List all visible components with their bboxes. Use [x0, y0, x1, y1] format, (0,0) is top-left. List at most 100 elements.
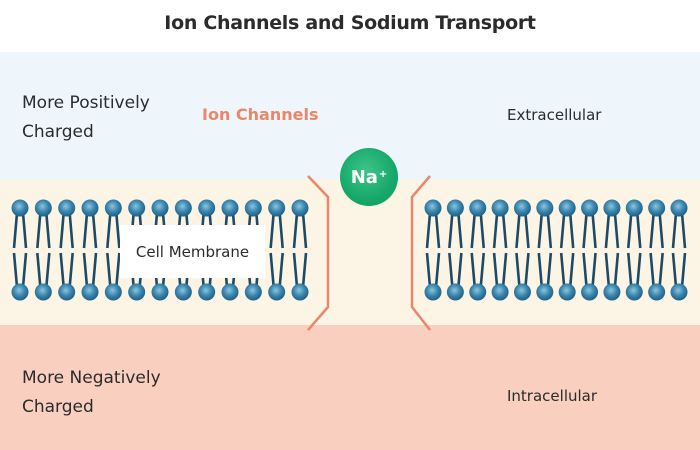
lipid-head-lower: [268, 283, 286, 301]
lipid-tail-lower: [82, 252, 98, 288]
sodium-ion: Na+: [340, 148, 398, 206]
lipid-head-lower: [291, 283, 309, 301]
phospholipid: [268, 199, 286, 301]
lipid-head-lower: [469, 283, 487, 301]
lipid-head-upper: [625, 199, 643, 217]
intracellular-region: [0, 325, 700, 450]
lipid-tail-lower: [671, 252, 687, 288]
lipid-head-lower: [58, 283, 76, 301]
lipid-head-lower: [128, 283, 146, 301]
lipid-head-upper: [491, 199, 509, 217]
cell-membrane-label: Cell Membrane: [120, 225, 265, 278]
lipid-head-upper: [513, 199, 531, 217]
lipid-head-upper: [469, 199, 487, 217]
phospholipid: [625, 199, 643, 301]
lipid-head-lower: [648, 283, 666, 301]
phospholipid: [104, 199, 122, 301]
lipid-head-upper: [81, 199, 99, 217]
lipid-head-upper: [670, 199, 688, 217]
lipid-tail-upper: [292, 212, 308, 249]
ion-channels-label: Ion Channels: [202, 105, 319, 124]
phospholipid: [58, 199, 76, 301]
lipid-head-lower: [244, 283, 262, 301]
lipid-head-upper: [151, 199, 169, 217]
lipid-head-lower: [670, 283, 688, 301]
lipid-tail-lower: [559, 252, 575, 288]
lipid-tail-upper: [470, 212, 486, 249]
sodium-charge: +: [378, 168, 388, 180]
sodium-symbol: Na: [350, 166, 378, 188]
ion-channel-right-wall: [410, 175, 431, 331]
lipid-head-upper: [58, 199, 76, 217]
phospholipid: [446, 199, 464, 301]
lipid-tail-lower: [292, 252, 308, 288]
lipid-head-lower: [34, 283, 52, 301]
lipid-tail-upper: [59, 212, 74, 249]
lipid-tail-upper: [671, 212, 687, 249]
lipid-tail-lower: [36, 252, 51, 288]
lipid-tail-lower: [106, 252, 121, 288]
lipid-tail-upper: [537, 212, 553, 249]
lipid-tail-lower: [649, 252, 664, 288]
lipid-head-upper: [221, 199, 239, 217]
lipid-head-lower: [11, 283, 29, 301]
lipid-head-upper: [424, 199, 442, 217]
intracellular-label: Intracellular: [507, 387, 598, 405]
phospholipid: [513, 199, 531, 301]
lipid-head-upper: [11, 199, 29, 217]
lipid-head-upper: [648, 199, 666, 217]
phospholipid: [11, 199, 29, 301]
lipid-head-lower: [558, 283, 576, 301]
lipid-head-lower: [174, 283, 192, 301]
lipid-tail-upper: [36, 212, 51, 249]
lipid-tail-upper: [106, 212, 121, 249]
lipid-head-lower: [81, 283, 99, 301]
lipid-tail-upper: [515, 212, 530, 249]
lipid-tail-upper: [425, 212, 441, 249]
extracellular-label: Extracellular: [507, 106, 602, 124]
lipid-head-upper: [268, 199, 286, 217]
lipid-head-upper: [536, 199, 554, 217]
lipid-head-upper: [581, 199, 599, 217]
lipid-tail-lower: [12, 252, 28, 288]
lipid-tail-lower: [582, 252, 597, 288]
lipid-head-lower: [536, 283, 554, 301]
positive-charge-line1: More Positively: [22, 93, 150, 113]
lipid-head-lower: [603, 283, 621, 301]
lipid-tail-upper: [582, 212, 597, 249]
lipid-tail-lower: [515, 252, 530, 288]
lipid-head-upper: [104, 199, 122, 217]
phospholipid: [558, 199, 576, 301]
positive-charge-line2: Charged: [22, 122, 94, 142]
lipid-head-upper: [174, 199, 192, 217]
lipid-head-upper: [34, 199, 52, 217]
phospholipid: [491, 199, 509, 301]
lipid-tail-lower: [448, 252, 463, 288]
lipid-tail-upper: [269, 212, 284, 249]
lipid-head-upper: [128, 199, 146, 217]
lipid-tail-lower: [537, 252, 553, 288]
phospholipid: [34, 199, 52, 301]
negative-charge-label: More Negatively Charged: [22, 364, 161, 422]
lipid-head-upper: [198, 199, 216, 217]
lipid-head-lower: [581, 283, 599, 301]
lipid-head-lower: [491, 283, 509, 301]
lipid-head-lower: [625, 283, 643, 301]
phospholipid: [424, 199, 442, 301]
lipid-tail-upper: [12, 212, 28, 249]
diagram-title: Ion Channels and Sodium Transport: [164, 12, 536, 34]
lipid-head-lower: [221, 283, 239, 301]
lipid-head-upper: [603, 199, 621, 217]
phospholipid: [469, 199, 487, 301]
lipid-tail-upper: [604, 212, 620, 249]
phospholipid: [648, 199, 666, 301]
lipid-head-lower: [104, 283, 122, 301]
lipid-tail-upper: [82, 212, 98, 249]
phospholipid: [581, 199, 599, 301]
lipid-head-lower: [446, 283, 464, 301]
lipid-head-lower: [424, 283, 442, 301]
positive-charge-label: More Positively Charged: [22, 89, 150, 147]
lipid-tail-upper: [559, 212, 575, 249]
phospholipid: [81, 199, 99, 301]
